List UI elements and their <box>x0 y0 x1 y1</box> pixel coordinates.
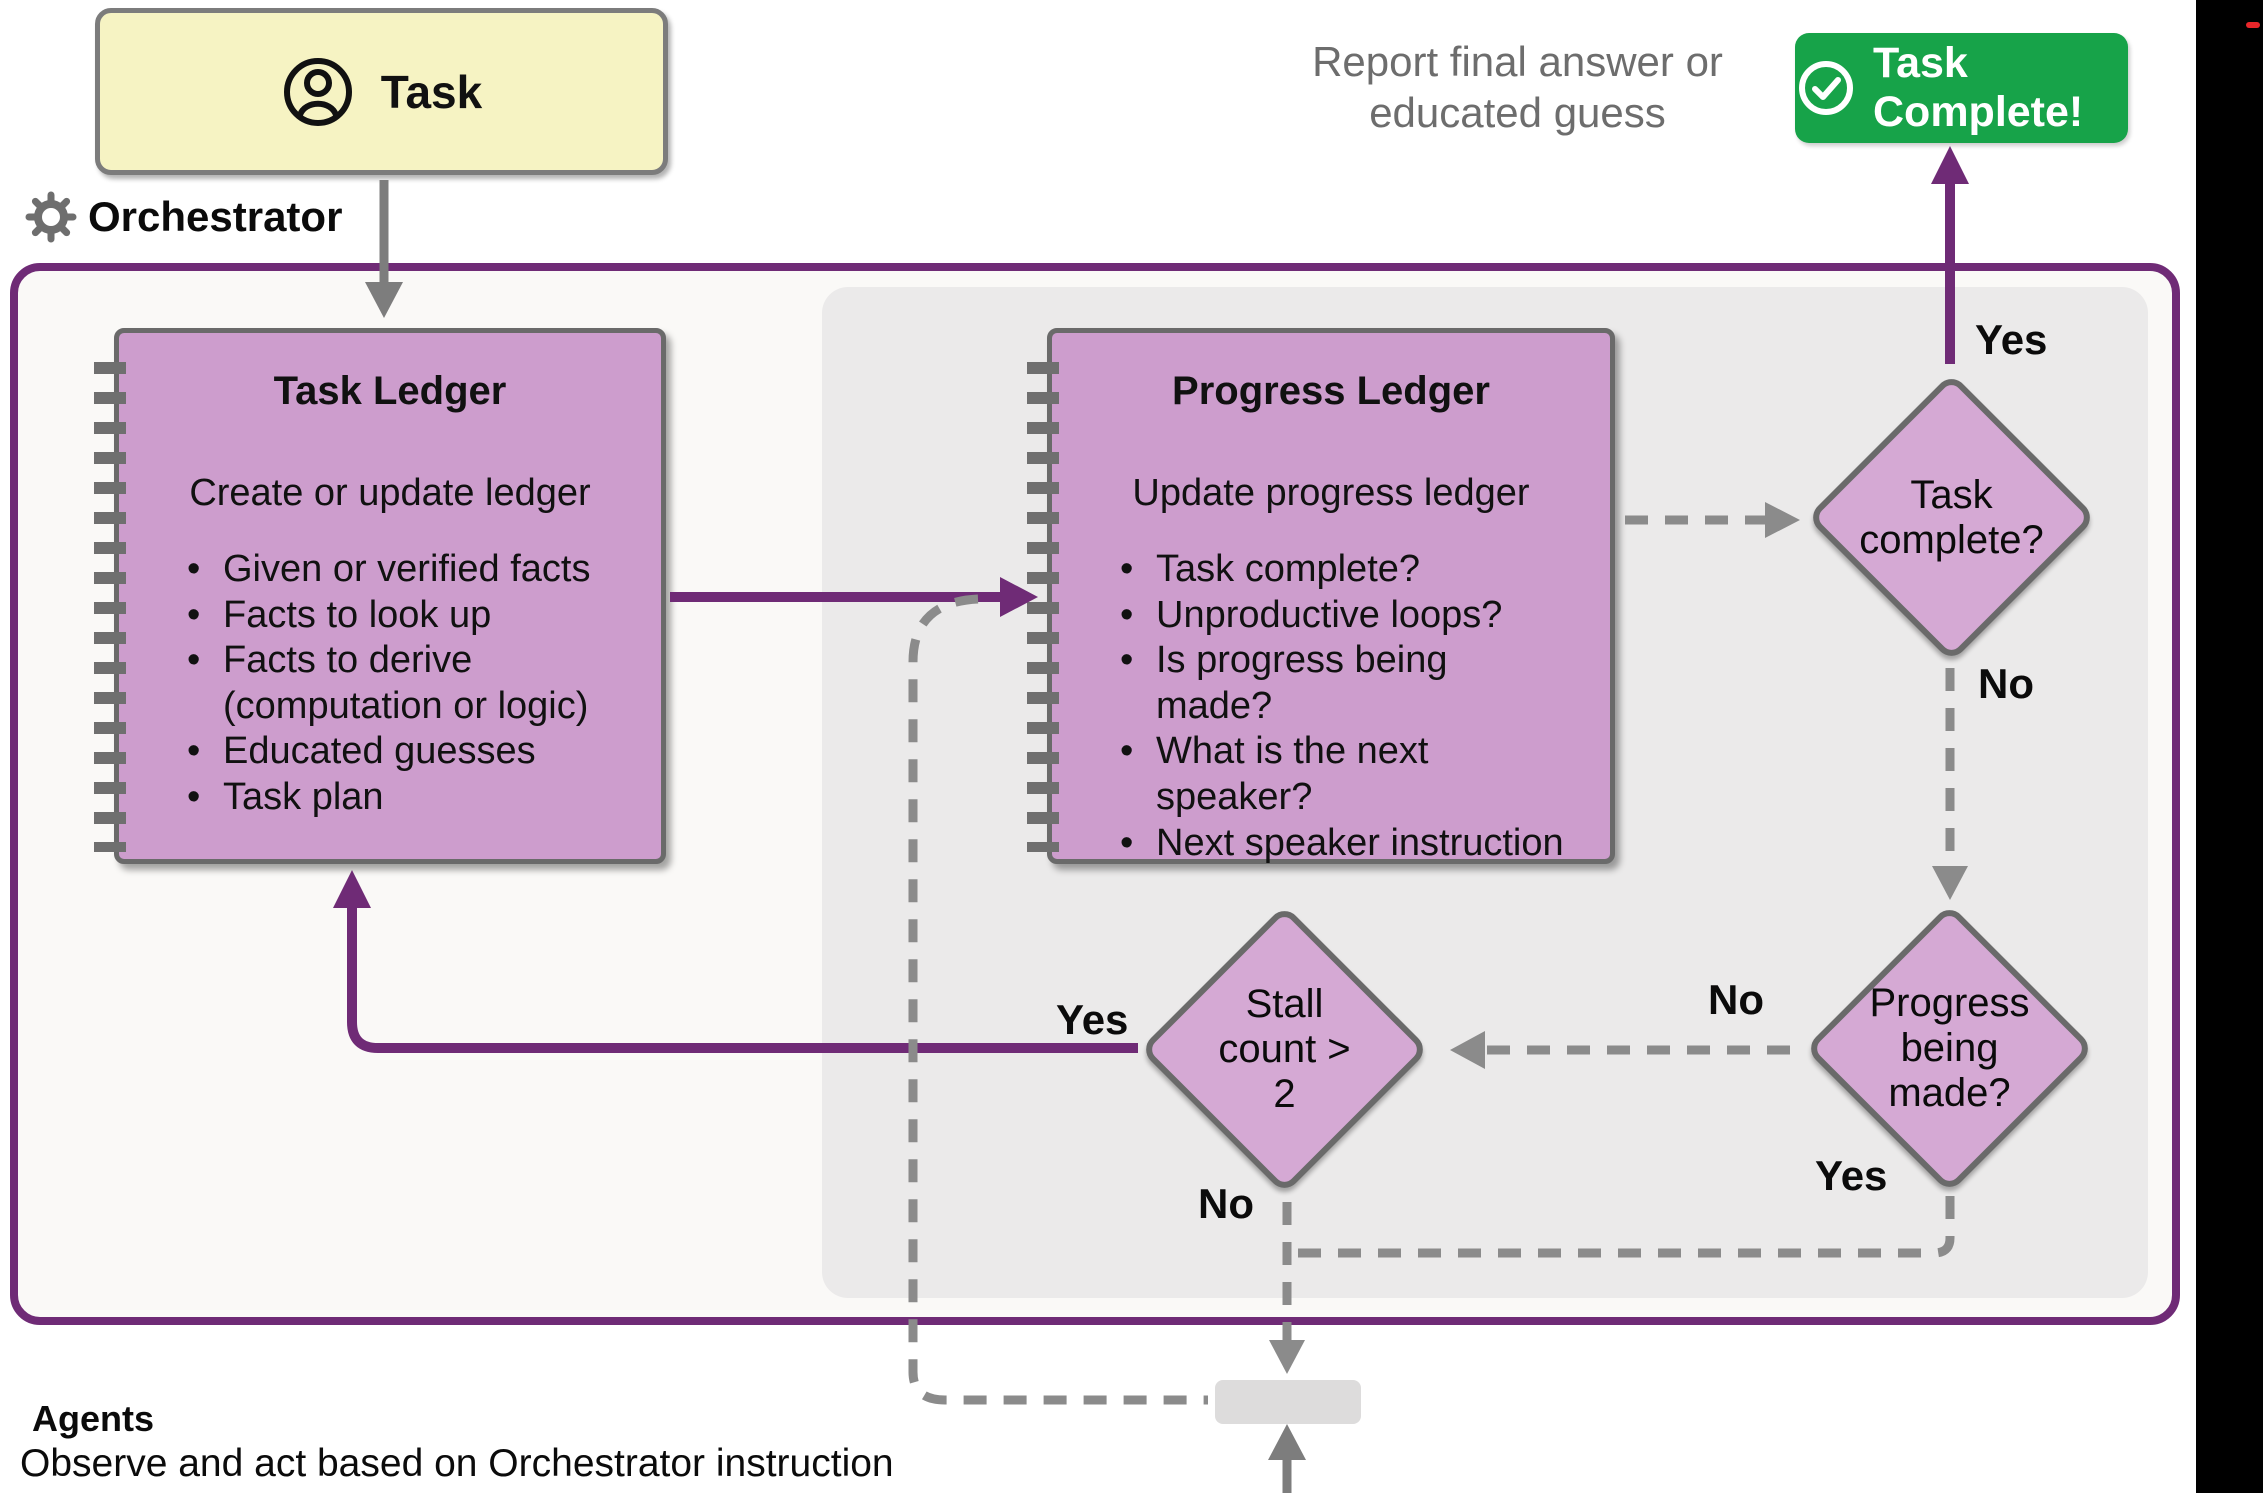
agents-title: Agents <box>32 1398 155 1439</box>
progress-ledger-title: Progress Ledger <box>1172 369 1490 413</box>
list-item: Given or verified facts <box>187 547 643 593</box>
list-item: Task complete? <box>1120 547 1592 593</box>
list-item: Educated guesses <box>187 729 643 775</box>
list-item: Facts to derive (computation or logic) <box>187 638 643 729</box>
screen-edge-strip <box>2196 0 2263 1493</box>
task-node: Task <box>95 8 668 175</box>
person-circle-icon <box>281 55 355 129</box>
list-item: Is progress being made? <box>1120 638 1592 729</box>
edge-label-stall-yes: Yes <box>1056 996 1129 1043</box>
task-node-label: Task <box>380 65 483 118</box>
edge-label-progress-no: No <box>1708 976 1764 1023</box>
progress-ledger-node: Progress Ledger Update progress ledger T… <box>1047 328 1615 866</box>
edge-label-task-complete-no: No <box>1978 660 2034 707</box>
task-ledger-title: Task Ledger <box>273 369 507 413</box>
list-item: Next speaker instruction <box>1120 821 1592 867</box>
task-ledger-subtitle: Create or update ledger <box>189 472 591 514</box>
decision-stall-label: Stall count > 2 <box>1218 982 1351 1116</box>
list-item: Facts to look up <box>187 593 643 639</box>
edge-label-task-complete-yes: Yes <box>1975 316 2048 363</box>
decision-stall-count: Stall count > 2 <box>1139 904 1430 1195</box>
task-ledger-node: Task Ledger Create or update ledger Give… <box>114 328 666 864</box>
edge-label-progress-yes: Yes <box>1815 1152 1888 1199</box>
progress-ledger-list: Task complete? Unproductive loops? Is pr… <box>1052 547 1610 866</box>
list-item: What is the next speaker? <box>1120 729 1592 820</box>
task-complete-badge: Task Complete! <box>1795 33 2128 143</box>
record-indicator-dot <box>2246 22 2260 28</box>
agents-description: Observe and act based on Orchestrator in… <box>20 1442 894 1485</box>
decision-task-complete-label: Task complete? <box>1859 472 2044 562</box>
task-complete-badge-label: Task Complete! <box>1873 39 2084 136</box>
decision-progress-being-made: Progress being made? <box>1804 903 2095 1194</box>
agent-node <box>1215 1380 1361 1424</box>
report-final-answer-note: Report final answer or educated guess <box>1312 38 1723 137</box>
list-item: Unproductive loops? <box>1120 593 1592 639</box>
decision-progress-label: Progress being made? <box>1869 981 2030 1115</box>
task-ledger-list: Given or verified facts Facts to look up… <box>119 547 661 821</box>
orchestrator-label-text: Orchestrator <box>88 193 343 240</box>
check-circle-icon <box>1795 57 1857 119</box>
list-item: Task plan <box>187 775 643 821</box>
connector-agent-up-arrow <box>1268 1424 1306 1493</box>
orchestrator-label: Orchestrator <box>24 190 342 244</box>
progress-ledger-subtitle: Update progress ledger <box>1132 472 1530 514</box>
edge-label-stall-no: No <box>1198 1180 1254 1227</box>
decision-task-complete: Task complete? <box>1806 372 2097 663</box>
gear-icon <box>24 190 78 244</box>
